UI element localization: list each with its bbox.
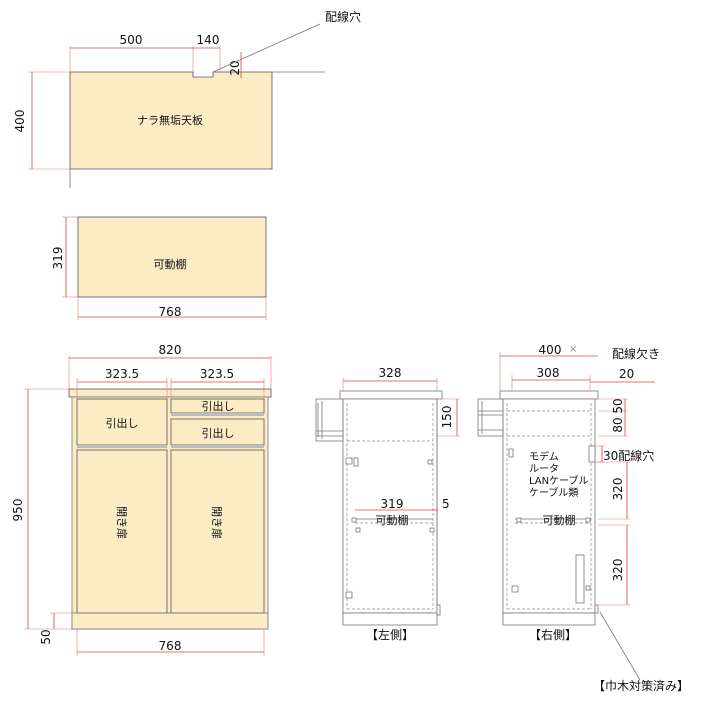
dim-label-5: 5: [442, 497, 450, 511]
dim-label-50: 50: [39, 629, 53, 644]
right-side-top: [499, 390, 599, 400]
left-side-top: [339, 390, 443, 400]
cable-slot: [575, 554, 585, 604]
left-side-body: [342, 398, 438, 614]
dim-label-328: 328: [379, 366, 402, 380]
dim-label-500: 500: [120, 33, 143, 47]
front-top-board: [68, 388, 272, 398]
front-view: 引出し 引出し 引出し 開き扉 開き扉 820 323.5 323.5 9: [11, 343, 272, 656]
shelf-label: 可動棚: [154, 257, 187, 271]
top-view: 500 140 20 配線穴 400 ナラ無垢天板: [13, 9, 361, 188]
left-side-view: 328 150 319 5 可動棚 【左側】: [315, 366, 460, 642]
dim-label-768-front: 768: [159, 639, 182, 653]
dim-label-950: 950: [11, 499, 25, 522]
dim-label-80-right: 80: [611, 417, 625, 432]
right-door-label: 開き扉: [210, 506, 223, 539]
right-side-caption: 【右側】: [529, 627, 577, 642]
dim-label-319: 319: [51, 247, 65, 270]
contents-line-3: LANケーブル: [529, 474, 589, 487]
right-drawer-bottom: [170, 418, 265, 446]
left-shelf-label: 可動棚: [376, 513, 409, 527]
wiring-hole-rect: [588, 445, 596, 463]
dim-label-20: 20: [228, 60, 242, 75]
dim-label-320-upper: 320: [611, 478, 625, 501]
left-drawer: [76, 398, 168, 446]
dim-label-323-left: 323.5: [105, 367, 139, 381]
dim-label-308: 308: [537, 366, 560, 380]
contents-line-2: ルータ: [529, 463, 559, 475]
dim-label-768-shelf: 768: [159, 305, 182, 319]
left-drawer-label: 引出し: [106, 416, 139, 430]
dim-label-323-right: 323.5: [200, 367, 234, 381]
right-door: [170, 449, 265, 614]
left-side-plinth: [342, 612, 438, 626]
tabletop-label: ナラ無垢天板: [137, 113, 203, 127]
contents-line-1: モデム: [529, 450, 559, 463]
left-side-caption: 【左側】: [366, 627, 414, 642]
right-drawer-top-label: 引出し: [202, 399, 235, 413]
dim-label-320-lower: 320: [611, 559, 625, 582]
wiring-notch-label: 配線欠き: [612, 346, 660, 361]
baseboard-note: 【巾木対策済み】: [593, 678, 689, 693]
left-side-drawer: [315, 398, 344, 442]
leader-line-wiring-hole: [212, 23, 321, 73]
dim-label-400-right: 400: [539, 343, 562, 357]
leader-line-baseboard: [599, 611, 641, 681]
dim-label-50-right: 50: [611, 398, 625, 413]
left-door-label: 開き扉: [115, 506, 128, 539]
right-drawer-bottom-label: 引出し: [202, 426, 235, 440]
shelf-view: 319 768 可動棚: [51, 216, 267, 320]
dim-label-140: 140: [197, 33, 220, 47]
dim-label-400: 400: [13, 110, 27, 133]
contents-line-4: ケーブル類: [529, 486, 578, 499]
wiring-hole-label: 配線穴: [325, 9, 361, 24]
x-mark: ×: [569, 344, 577, 355]
dim-label-319-left: 319: [381, 497, 404, 511]
left-door: [76, 449, 168, 614]
dim-label-20-right: 20: [619, 367, 634, 381]
plinth: [71, 612, 269, 630]
shelf-panel: [77, 216, 267, 298]
dim-label-150: 150: [440, 406, 454, 429]
dim-label-820: 820: [159, 343, 182, 357]
right-side-plinth: [502, 612, 596, 626]
right-side-view: 400 × 配線欠き 308 20 50 80 30配線穴 320 320: [477, 343, 689, 693]
right-shelf-label: 可動棚: [543, 513, 576, 527]
wiring-hole-30-label: 30配線穴: [603, 448, 654, 463]
